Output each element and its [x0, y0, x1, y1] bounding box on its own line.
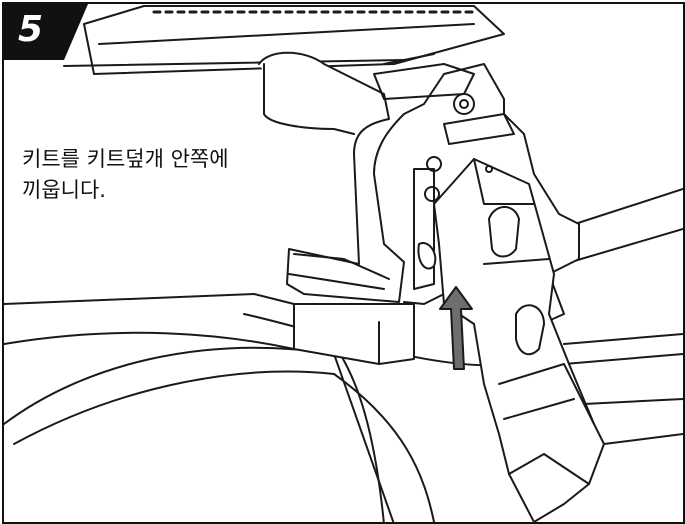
roof-rack-kit-illustration — [4, 5, 683, 522]
instruction-line-2: 끼웁니다. — [22, 178, 106, 202]
step-number: 5 — [18, 9, 44, 50]
instruction-line-1: 키트를 키트덮개 안쪽에 — [22, 147, 229, 171]
step-badge — [4, 4, 88, 60]
foot-pad — [293, 303, 415, 365]
kit-plate — [433, 158, 605, 522]
up-arrow-icon — [439, 286, 473, 370]
roof-bar — [63, 5, 505, 75]
instruction-text: 키트를 키트덮개 안쪽에 끼웁니다. — [22, 144, 322, 206]
